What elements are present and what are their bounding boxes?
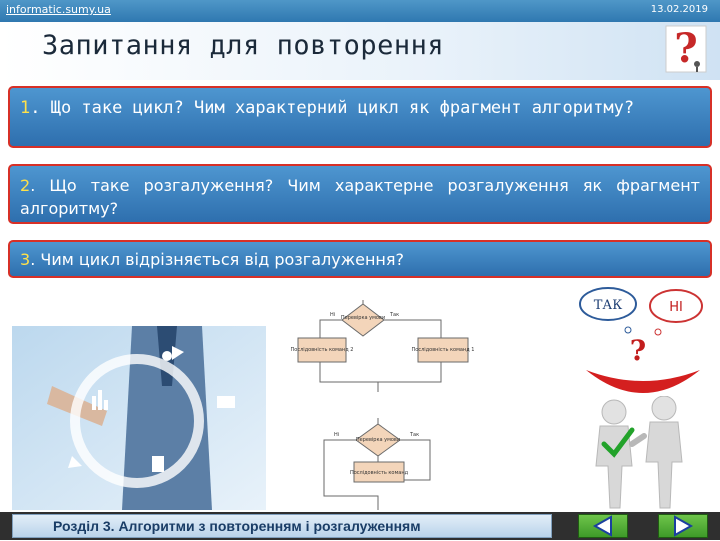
top-bar: informatic.sumy.ua 13.02.2019: [0, 0, 720, 22]
flowchart-diagrams: Перевірка умови Ні Так Послідовність ком…: [291, 300, 475, 510]
flow-condition-2: Перевірка умови: [356, 437, 400, 443]
flow-condition-1: Перевірка умови: [341, 315, 385, 321]
prev-slide-button[interactable]: [578, 514, 628, 538]
flow-seq-2: Послідовність команд 2: [291, 347, 354, 353]
flow-seq-1: Послідовність команд 1: [412, 347, 475, 353]
flow-no-1: Ні: [330, 312, 335, 318]
no-label: НІ: [669, 300, 683, 315]
question-mark: ?: [630, 334, 646, 367]
question-number: 1: [20, 98, 31, 118]
page-title: Запитання для повторення: [42, 30, 445, 61]
business-cycle-photo: [12, 326, 266, 510]
next-slide-button[interactable]: [658, 514, 708, 538]
question-text: . Що таке цикл? Чим характерний цикл як …: [30, 98, 635, 118]
triangle-left-icon: [592, 515, 612, 537]
question-number: 2: [20, 176, 31, 195]
flow-seq-loop: Послідовність команд: [350, 470, 409, 476]
site-link[interactable]: informatic.sumy.ua: [6, 3, 111, 16]
people-figures: [595, 396, 683, 509]
slide-date: 13.02.2019: [650, 4, 708, 15]
yes-label: ТАК: [594, 298, 623, 313]
question-text: . Що таке розгалуження? Чим характерне р…: [20, 176, 700, 218]
flow-no-2: Ні: [334, 432, 339, 438]
question-number: 3: [20, 250, 31, 269]
svg-text:?: ?: [674, 25, 697, 72]
question-icon: ?: [665, 25, 707, 73]
question-text: . Чим цикл відрізняється від розгалуженн…: [30, 250, 404, 269]
title-band: [0, 22, 720, 80]
triangle-right-icon: [674, 515, 694, 537]
flow-yes-1: Так: [389, 312, 399, 318]
question-2-box: 2. Що таке розгалуження? Чим характерне …: [8, 164, 712, 224]
section-title: Розділ 3. Алгоритми з повторенням і розг…: [12, 514, 552, 538]
question-3-box: 3. Чим цикл відрізняється від розгалужен…: [8, 240, 712, 278]
flow-yes-2: Так: [409, 432, 419, 438]
yes-no-illustration: ТАК НІ ?: [579, 287, 703, 393]
question-1-box: 1. Що таке цикл? Чим характерний цикл як…: [8, 86, 712, 148]
